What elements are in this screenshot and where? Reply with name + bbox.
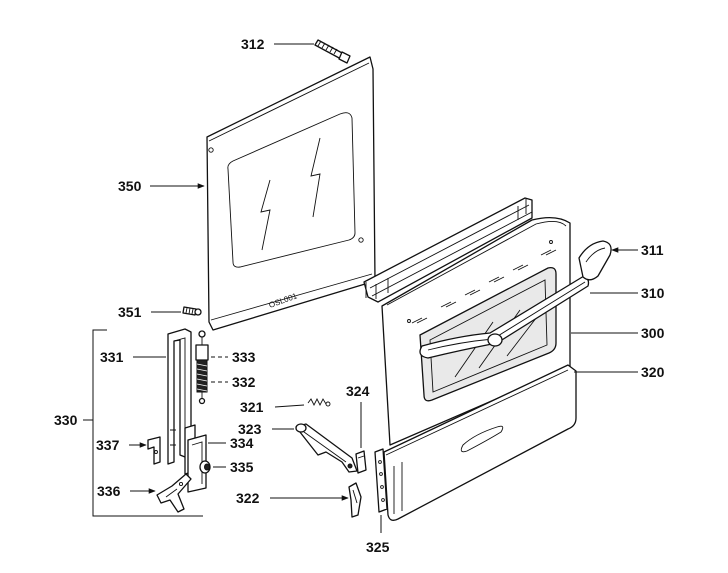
label-310: 310 xyxy=(641,285,665,301)
part-332-hinge-spring xyxy=(196,359,208,405)
label-333: 333 xyxy=(232,349,256,365)
group-bracket-330 xyxy=(83,329,203,517)
part-310-door-handle xyxy=(419,275,590,359)
leader-321 xyxy=(274,404,305,408)
label-351: 351 xyxy=(118,304,142,320)
label-335: 335 xyxy=(230,459,254,475)
part-351-screw xyxy=(182,306,202,316)
label-311: 311 xyxy=(641,242,664,258)
label-312: 312 xyxy=(241,36,265,52)
part-337-bracket xyxy=(147,436,161,465)
label-321: 321 xyxy=(240,399,264,415)
part-311-handle-endcap xyxy=(578,240,612,281)
part-324-clip xyxy=(355,450,367,474)
label-334: 334 xyxy=(230,435,254,451)
part-335-roller xyxy=(199,460,211,474)
label-331: 331 xyxy=(100,349,124,365)
label-322: 322 xyxy=(236,490,260,506)
part-322-catch xyxy=(348,482,362,518)
label-350: 350 xyxy=(118,178,142,194)
part-320-lower-panel xyxy=(383,364,577,521)
part-321-spring xyxy=(307,397,331,407)
label-323: 323 xyxy=(238,421,262,437)
label-330: 330 xyxy=(54,412,78,428)
part-350-glass-panel: OSL001 xyxy=(206,56,376,331)
label-320: 320 xyxy=(641,364,665,380)
part-333-spring-retainer xyxy=(195,330,209,361)
label-337: 337 xyxy=(96,437,120,453)
label-325: 325 xyxy=(366,539,390,555)
label-336: 336 xyxy=(97,483,121,499)
part-312-screw xyxy=(314,39,351,64)
label-332: 332 xyxy=(232,374,256,390)
part-323-hinge-arm xyxy=(295,423,358,473)
part-336-hinge-lever xyxy=(156,473,192,513)
label-300: 300 xyxy=(641,325,665,341)
label-324: 324 xyxy=(346,383,370,399)
